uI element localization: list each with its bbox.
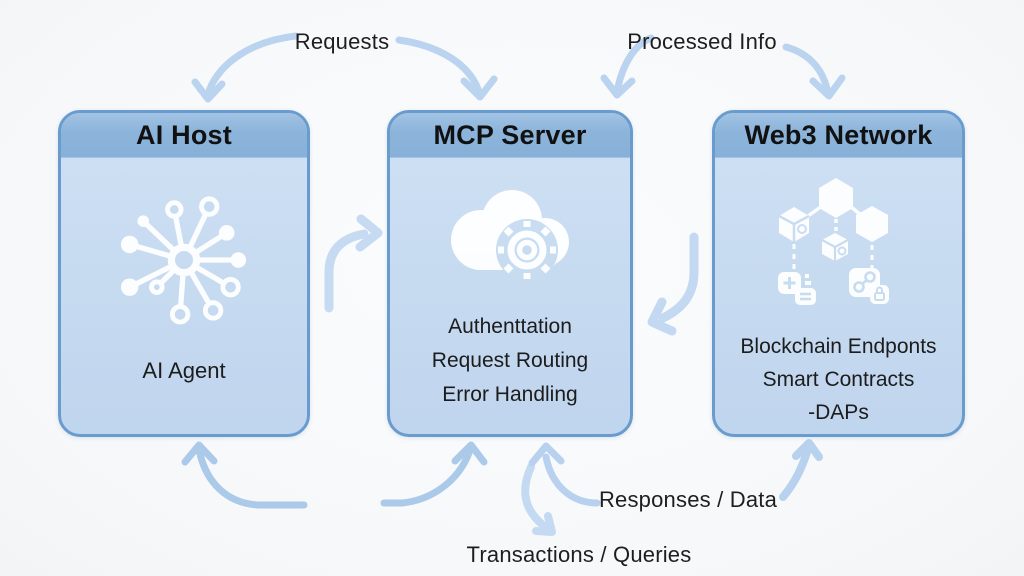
mcp-feature-error-handling: Error Handling (442, 383, 578, 406)
box-ai-host-title: AI Host (136, 119, 232, 150)
box-web3-network-body: Blockchain Endponts Smart Contracts -DAP… (715, 158, 962, 434)
mcp-feature-list: Authenttation Request Routing Error Hand… (432, 310, 588, 412)
web3-feature-endpoints: Blockchain Endponts (740, 335, 937, 358)
arrow-mcp-to-transactions (521, 463, 556, 536)
arrow-return-to-aihost (181, 441, 308, 509)
arrow-responses-to-web3 (779, 439, 823, 501)
web3-feature-daps: -DAPs (808, 401, 869, 424)
box-mcp-server: MCP Server (387, 110, 633, 437)
arrow-requests-to-aihost (191, 32, 300, 103)
arrow-aihost-to-mcp (324, 214, 383, 313)
box-mcp-server-header: MCP Server (390, 113, 630, 158)
box-ai-host: AI Host (58, 110, 310, 437)
box-ai-host-body: AI Agent (61, 158, 307, 434)
blockchain-network-icon (764, 172, 914, 312)
mcp-feature-request-routing: Request Routing (431, 349, 589, 372)
web3-feature-list: Blockchain Endponts Smart Contracts -DAP… (740, 330, 936, 429)
cloud-gear-icon (435, 180, 585, 284)
arrow-responses-to-mcp (528, 442, 601, 507)
ai-agent-caption: AI Agent (142, 358, 226, 383)
box-ai-host-header: AI Host (61, 113, 307, 158)
neural-hub-icon (116, 194, 252, 326)
arrow-requests-to-mcp (395, 36, 498, 101)
flow-label-transactions-queries: Transactions / Queries (466, 542, 692, 567)
box-web3-network: Web3 Network (712, 110, 965, 437)
flow-label-requests: Requests (294, 29, 390, 54)
box-mcp-server-title: MCP Server (433, 119, 587, 150)
arrow-up-to-mcp-left (380, 441, 488, 507)
box-mcp-server-body: Authenttation Request Routing Error Hand… (390, 158, 630, 434)
box-web3-network-title: Web3 Network (744, 119, 933, 150)
flow-label-responses-data: Responses / Data (598, 487, 778, 512)
web3-feature-smart-contracts: Smart Contracts (762, 368, 915, 391)
arrow-processedinfo-to-web3 (782, 43, 846, 100)
mcp-feature-authentication: Authenttation (448, 315, 572, 338)
box-web3-network-header: Web3 Network (715, 113, 962, 158)
arrow-web3-to-mcp (647, 232, 699, 336)
flow-label-processed-info: Processed Info (627, 29, 777, 54)
